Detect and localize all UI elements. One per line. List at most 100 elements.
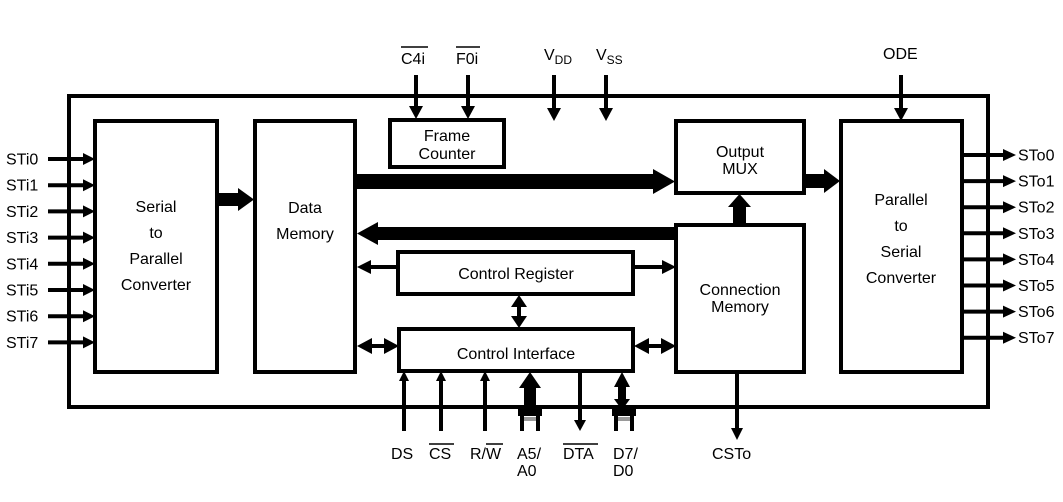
output-pin-sto0: STo0 (962, 148, 1055, 165)
arrow-right-icon (1003, 253, 1016, 266)
output-pin-sto1: STo1 (962, 174, 1055, 191)
output-pin-sto7: STo7 (962, 330, 1055, 347)
pin-f0i: F0i (456, 46, 480, 119)
input-pin-sti1: STi1 (6, 178, 95, 195)
block-label: Output (716, 144, 765, 161)
pin-label: STi2 (6, 204, 38, 221)
pin-label: STo7 (1018, 330, 1055, 347)
block-label: Parallel (874, 192, 927, 209)
pin-label: STi1 (6, 178, 38, 195)
pin-label: STi3 (6, 230, 38, 247)
bus-sp-to-data-memory (218, 188, 254, 211)
bus-data-memory-to-mux (357, 169, 675, 194)
pin-label: STi4 (6, 256, 38, 273)
pin-label: D7/ (613, 446, 638, 463)
arrow-right-icon (83, 179, 95, 192)
arrow-right-icon (1003, 149, 1016, 161)
arrow-right-icon (1003, 305, 1016, 318)
pin-label: STo4 (1018, 252, 1055, 269)
control-interface-block: Control Interface (397, 327, 635, 373)
pin-data-bus: D7/ D0 (612, 372, 638, 480)
arrow-right-icon (83, 257, 95, 270)
pin-address-bus: A5/ A0 (517, 372, 542, 480)
pin-label: STo0 (1018, 148, 1055, 165)
link-register-interface (511, 295, 527, 328)
arrow-right-icon (83, 310, 95, 323)
input-pin-sti0: STi0 (6, 152, 95, 169)
input-pin-sti4: STi4 (6, 256, 95, 273)
arrow-right-icon (83, 205, 95, 218)
output-pin-sto6: STo6 (962, 304, 1055, 321)
block-label: Frame (424, 128, 470, 145)
pin-vss: VSS (596, 47, 623, 121)
block-label: Control Interface (457, 346, 575, 363)
block-label: to (894, 218, 907, 235)
pin-label-overbar: W (486, 446, 502, 463)
pin-label: STo5 (1018, 278, 1055, 295)
output-pin-sto2: STo2 (962, 200, 1055, 217)
pin-label: F0i (456, 51, 478, 68)
pin-label-subscript: SS (607, 53, 623, 67)
block-label: Serial (881, 244, 922, 261)
input-pin-sti7: STi7 (6, 335, 95, 352)
pin-label: CS (429, 446, 451, 463)
arrow-right-icon (83, 284, 95, 296)
svg-text:VDD: VDD (544, 47, 572, 67)
block-label: Converter (121, 277, 192, 294)
arrow-right-icon (83, 336, 95, 349)
block-label: Data (288, 200, 322, 217)
bus-mux-to-ps (806, 169, 840, 193)
serial-to-parallel-block: Serial to Parallel Converter (93, 119, 219, 374)
block-label: Converter (866, 270, 937, 287)
input-pin-sti5: STi5 (6, 283, 95, 300)
pin-label-subscript: DD (555, 53, 573, 67)
frame-counter-block: Frame Counter (388, 118, 506, 169)
bus-connection-memory-to-data-memory (357, 222, 675, 245)
block-label: MUX (722, 161, 758, 178)
block-label: Serial (136, 199, 177, 216)
pin-rw: R/W (470, 371, 503, 463)
svg-text:R/W: R/W (470, 446, 502, 463)
arrow-right-icon (1003, 227, 1016, 240)
pin-label: STi7 (6, 335, 38, 352)
pin-label: STo2 (1018, 200, 1055, 217)
arrow-right-icon (1003, 201, 1016, 214)
block-label: Connection (700, 282, 781, 299)
pin-ds: DS (391, 371, 413, 463)
block-label: Counter (419, 146, 477, 163)
arrow-right-icon (83, 231, 95, 244)
connection-memory-block: Connection Memory (674, 223, 806, 374)
pin-label: STi0 (6, 152, 38, 169)
block-label: Memory (276, 226, 334, 243)
block-label: to (149, 225, 162, 242)
pin-label: V (596, 47, 607, 64)
pin-ode: ODE (883, 46, 918, 121)
pin-label: D0 (613, 463, 634, 480)
link-interface-connection-memory (634, 338, 676, 354)
arrow-right-icon (83, 153, 95, 165)
pin-label: ODE (883, 46, 918, 63)
arrow-right-icon (1003, 175, 1016, 188)
svg-text:VSS: VSS (596, 47, 623, 67)
control-register-block: Control Register (396, 250, 635, 296)
pin-label: STi5 (6, 283, 38, 300)
pin-label: DTA (563, 446, 594, 463)
output-mux-block: Output MUX (674, 119, 806, 195)
pin-label: C4i (401, 51, 425, 68)
pin-label: STo1 (1018, 174, 1055, 191)
input-pin-sti2: STi2 (6, 204, 95, 221)
pin-label: A5/ (517, 446, 542, 463)
block-label: Parallel (129, 251, 182, 268)
link-control-register-connection-memory (633, 260, 676, 274)
pin-label: STo6 (1018, 304, 1055, 321)
bus-connection-memory-to-mux (728, 194, 751, 224)
pin-label: CSTo (712, 446, 751, 463)
arrow-right-icon (1003, 331, 1016, 344)
output-pin-sto3: STo3 (962, 226, 1055, 243)
pin-label: R/ (470, 446, 487, 463)
pin-label: STi6 (6, 309, 38, 326)
link-control-register-data-memory (357, 260, 398, 274)
pin-label: STo3 (1018, 226, 1055, 243)
